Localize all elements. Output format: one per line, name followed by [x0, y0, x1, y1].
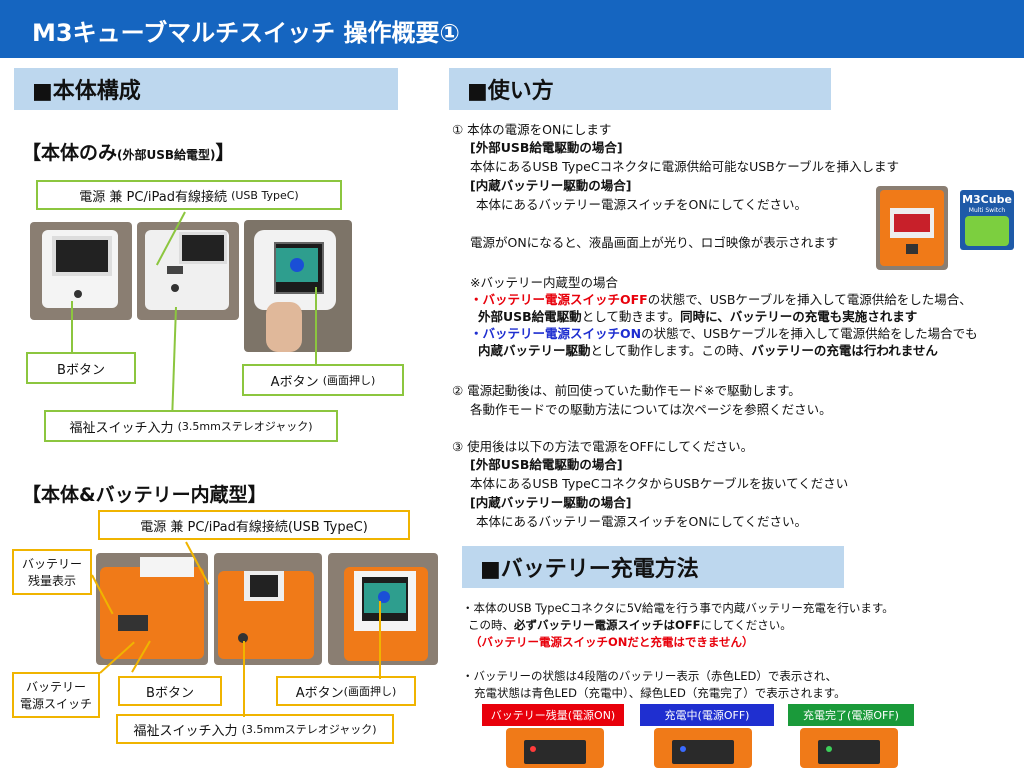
logo-sub: Multi Switch	[968, 207, 1006, 214]
label-power-small: (USB TypeC)	[231, 188, 299, 202]
label2-b-button: Bボタン	[118, 676, 222, 706]
section-title-charge: ■バッテリー充電方法	[480, 557, 699, 582]
label-power-usb: 電源 兼 PC/iPad有線接続 (USB TypeC)	[36, 180, 342, 210]
label-a-button: Aボタン (画面押し)	[242, 364, 404, 396]
note2-bold1: 内蔵バッテリー駆動	[478, 343, 591, 358]
subtitle-body-only: 【本体のみ(外部USB給電型)】	[22, 138, 235, 165]
note2-line1: ・バッテリー電源スイッチONの状態で、USBケーブルを挿入して電源供給をした場合…	[470, 326, 978, 342]
section-title-structure: ■本体構成	[32, 79, 141, 104]
note1-line2: 外部USB給電駆動として動きます。同時に、バッテリーの充電も実施されます	[478, 309, 917, 325]
photo-orange-1	[96, 553, 208, 665]
subtitle-battery-type: 【本体&バッテリー内蔵型】	[22, 484, 267, 506]
usage-step3-bat-body: 本体にあるバッテリー電源スイッチをONにしてください。	[476, 514, 807, 529]
logo-title: M3Cube	[962, 193, 1012, 206]
note1-bullet: ・	[470, 292, 483, 307]
label-b-button: Bボタン	[26, 352, 136, 384]
usage-step3-ext-head: [外部USB給電駆動の場合]	[470, 457, 623, 472]
label-a-text: Aボタン	[270, 374, 319, 390]
note1-red: バッテリー電源スイッチOFF	[482, 292, 648, 307]
charge-line2-a: この時、	[468, 618, 514, 632]
photo-led-charging	[654, 728, 752, 768]
note2-mid: として動作します。この時、	[590, 343, 752, 358]
note1-rest: の状態で、USBケーブルを挿入して電源供給をした場合、	[647, 292, 972, 307]
label2-power-usb: 電源 兼 PC/iPad有線接続(USB TypeC)	[98, 510, 410, 540]
photo-orange-3	[328, 553, 438, 665]
note1-bold2: 同時に、バッテリーの充電も実施されます	[680, 309, 918, 324]
usage-step2-line2: 各動作モードでの駆動方法については次ページを参照ください。	[470, 402, 832, 417]
label-power-text: 電源 兼 PC/iPad有線接続	[79, 189, 227, 205]
section-title-usage: ■使い方	[467, 79, 554, 104]
photo-cube-white-2	[137, 222, 239, 320]
usage-step1-bat-head: [内蔵バッテリー駆動の場合]	[470, 178, 632, 193]
subtitle-end: 】	[215, 142, 235, 164]
photo-orange-2	[214, 553, 322, 665]
label2-battery-level-l1: バッテリー	[21, 557, 82, 571]
label2-battery-switch: バッテリー電源スイッチ	[12, 672, 100, 718]
label2-battery-level-l2: 残量表示	[27, 574, 76, 588]
charge-line2-b: にしてください。	[700, 618, 792, 632]
usage-step3-bat-head: [内蔵バッテリー駆動の場合]	[470, 495, 632, 510]
title-bar	[0, 0, 1024, 58]
usage-step1-heading: ① 本体の電源をONにします	[452, 122, 612, 137]
label2-a-text: Aボタン	[295, 685, 344, 701]
section-header-structure: ■本体構成	[14, 68, 398, 110]
label2-jack-small: (3.5mmステレオジャック)	[241, 723, 377, 736]
label-a-small: (画面押し)	[322, 374, 376, 387]
pointer-line-a	[315, 287, 317, 365]
note1-bold1: 外部USB給電駆動	[478, 309, 582, 324]
note2-blue: バッテリー電源スイッチON	[482, 326, 642, 341]
charge-line2: この時、必ずバッテリー電源スイッチはOFFにしてください。	[468, 617, 792, 633]
note1-line1: ・バッテリー電源スイッチOFFの状態で、USBケーブルを挿入して電源供給をした場…	[470, 292, 972, 308]
charge-line1: ・本体のUSB TypeCコネクタに5V給電を行う事で内蔵バッテリー充電を行いま…	[462, 601, 894, 615]
pointer2-line-jack	[243, 641, 245, 717]
usage-step3-ext-body: 本体にあるUSB TypeCコネクタからUSBケーブルを抜いてください	[470, 476, 849, 491]
note2-bullet: ・	[470, 326, 483, 341]
label-switch-jack: 福祉スイッチ入力 (3.5mmステレオジャック)	[44, 410, 338, 442]
label2-jack-text: 福祉スイッチ入力	[133, 723, 238, 739]
usage-step1-ext-body: 本体にあるUSB TypeCコネクタに電源供給可能なUSBケーブルを挿入します	[470, 159, 899, 174]
usage-step2-line1: ② 電源起動後は、前回使っていた動作モード※で駆動します。	[452, 383, 801, 398]
photo-led-level	[506, 728, 604, 768]
charge-line3-warning: （バッテリー電源スイッチONだと充電はできません）	[470, 635, 754, 649]
label-jack-small: (3.5mmステレオジャック)	[177, 420, 313, 433]
label2-a-button: Aボタン(画面押し)	[276, 676, 416, 706]
badge-charging: 充電中(電源OFF)	[640, 704, 774, 726]
note2-line2: 内蔵バッテリー駆動として動作します。この時、バッテリーの充電は行われません	[478, 343, 938, 359]
charge-line2-bold: 必ずバッテリー電源スイッチはOFF	[514, 618, 701, 632]
photo-orange-screen	[876, 186, 948, 270]
badge-battery-level: バッテリー残量(電源ON)	[482, 704, 624, 726]
note2-rest: の状態で、USBケーブルを挿入して電源供給をした場合でも	[641, 326, 978, 341]
label2-battery-switch-l1: バッテリー	[25, 680, 86, 694]
subtitle-small: (外部USB給電型)	[117, 148, 216, 162]
section-header-usage: ■使い方	[449, 68, 831, 110]
page-title: M3キューブマルチスイッチ 操作概要①	[32, 19, 460, 47]
badge-charge-complete: 充電完了(電源OFF)	[788, 704, 914, 726]
note1-mid: として動きます。	[581, 309, 681, 324]
photo-cube-white-1	[30, 222, 132, 320]
label2-battery-level: バッテリー残量表示	[12, 549, 92, 595]
usage-step3-heading: ③ 使用後は以下の方法で電源をOFFにしてください。	[452, 439, 754, 454]
pointer-line-jack	[171, 306, 177, 411]
note2-bold2: バッテリーの充電は行われません	[751, 343, 938, 358]
label2-a-small: (画面押し)	[343, 685, 397, 698]
label2-switch-jack: 福祉スイッチ入力 (3.5mmステレオジャック)	[116, 714, 394, 744]
section-header-charge: ■バッテリー充電方法	[462, 546, 844, 588]
label-jack-text: 福祉スイッチ入力	[69, 420, 174, 436]
usage-step1-ext-head: [外部USB給電駆動の場合]	[470, 140, 623, 155]
charge-line5: 充電状態は青色LED（充電中）、緑色LED（充電完了）で表示されます。	[474, 686, 846, 700]
usage-step1-bat-body: 本体にあるバッテリー電源スイッチをONにしてください。	[476, 197, 807, 212]
label2-battery-switch-l2: 電源スイッチ	[19, 697, 92, 711]
note-head: ※バッテリー内蔵型の場合	[470, 275, 618, 290]
pointer2-line-a	[379, 601, 381, 679]
label-b-text: Bボタン	[57, 362, 105, 378]
m3cube-logo: M3Cube Multi Switch	[960, 190, 1014, 250]
subtitle-main: 【本体のみ	[22, 142, 118, 164]
photo-led-complete	[800, 728, 898, 768]
charge-line4: ・バッテリーの状態は4段階のバッテリー表示（赤色LED）で表示され、	[462, 669, 837, 683]
pointer-line-b	[71, 301, 73, 353]
usage-step1-on-note: 電源がONになると、液晶画面上が光り、ロゴ映像が表示されます	[470, 235, 839, 250]
photo-cube-hand	[244, 220, 352, 352]
